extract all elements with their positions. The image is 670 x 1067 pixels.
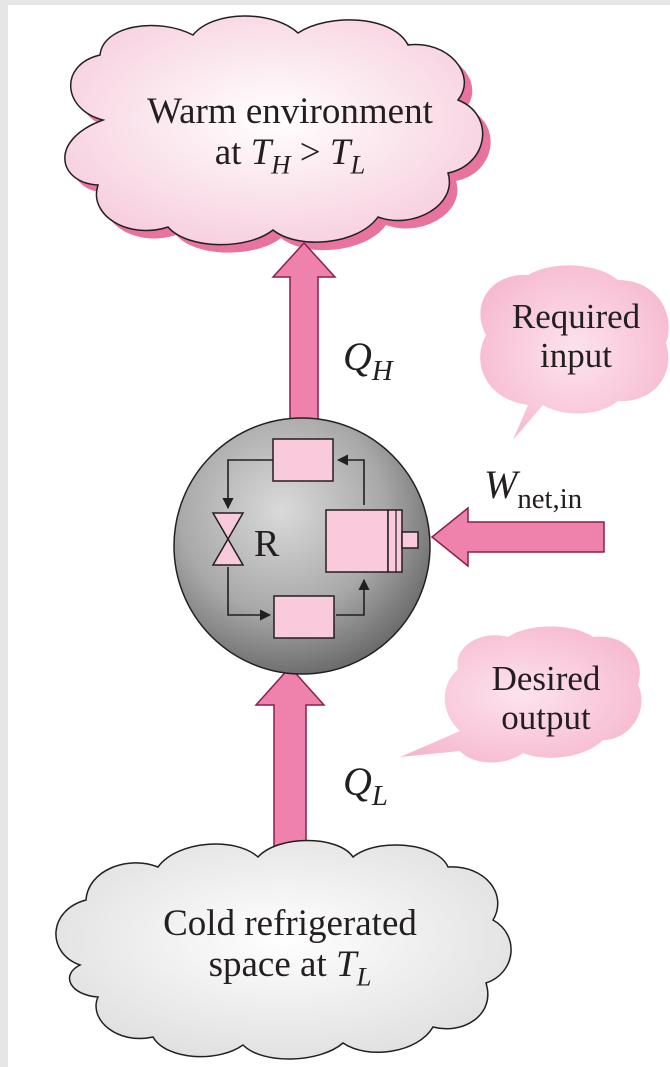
warm-cloud-text: Warm environment at TH > TL — [120, 91, 460, 181]
sphere-body — [173, 417, 431, 675]
work-label: Wnet,in — [484, 462, 583, 516]
required-input-text: Required input — [511, 297, 641, 376]
cold-cloud-line2: space at TL — [208, 944, 372, 992]
ql-label: QL — [343, 759, 388, 813]
diagram-canvas — [55, 15, 669, 1060]
desired-output-text: Desired output — [491, 659, 601, 738]
warm-cloud-line1: Warm environment — [147, 91, 433, 132]
compressor — [325, 509, 419, 573]
ql-heat-arrow — [254, 665, 326, 851]
warm-environment-cloud — [64, 15, 491, 253]
cold-cloud-text: Cold refrigerated space at TL — [110, 903, 470, 993]
refrigerator-sphere — [173, 417, 431, 675]
expansion-valve — [211, 512, 245, 566]
qh-heat-arrow — [271, 241, 337, 431]
work-input-arrow — [430, 506, 605, 568]
refrigerator-label: R — [254, 523, 280, 565]
required-input-bubble — [480, 265, 669, 440]
cold-cloud-line1: Cold refrigerated — [163, 903, 417, 944]
warm-cloud-line2: at TH > TL — [214, 132, 366, 180]
qh-label: QH — [343, 334, 393, 388]
warm-cloud-body — [64, 15, 484, 246]
condenser-box — [272, 438, 334, 482]
cold-space-cloud — [55, 839, 512, 1060]
desired-output-bubble — [400, 626, 642, 763]
refrigerant-cycle-lines — [222, 454, 370, 621]
evaporator-box — [273, 595, 335, 639]
